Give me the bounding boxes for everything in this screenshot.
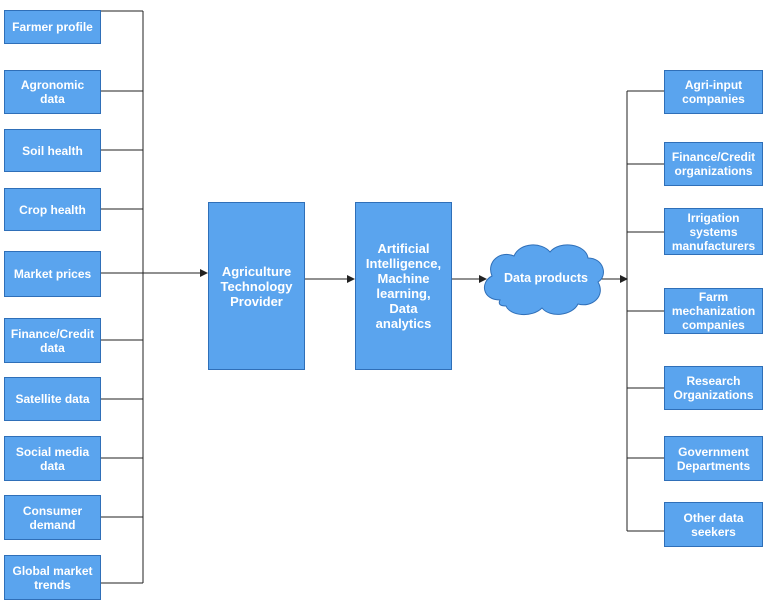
right-bracket xyxy=(626,90,664,532)
seeker-other-data-seekers: Other data seekers xyxy=(664,502,763,547)
data-products-label: Data products xyxy=(503,271,589,285)
source-consumer-demand: Consumer demand xyxy=(4,495,101,540)
seeker-research-organizations: Research Organizations xyxy=(664,366,763,410)
source-satellite-data: Satellite data xyxy=(4,377,101,421)
source-market-prices: Market prices xyxy=(4,251,101,297)
data-products-cloud xyxy=(484,244,604,315)
source-finance-credit-data: Finance/Credit data xyxy=(4,318,101,363)
source-agronomic-data: Agronomic data xyxy=(4,70,101,114)
analytics-box: Artificial Intelligence, Machine learnin… xyxy=(355,202,452,370)
source-crop-health: Crop health xyxy=(4,188,101,231)
seeker-farm-mechanization-companies: Farm mechanization companies xyxy=(664,288,763,334)
source-social-media-data: Social media data xyxy=(4,436,101,481)
seeker-government-departments: Government Departments xyxy=(664,436,763,481)
seeker-agri-input-companies: Agri-input companies xyxy=(664,70,763,114)
source-soil-health: Soil health xyxy=(4,129,101,172)
agriculture-technology-provider: Agriculture Technology Provider xyxy=(208,202,305,370)
seeker-finance-credit-organizations: Finance/Credit organizations xyxy=(664,142,763,186)
seeker-irrigation-systems-manufacturers: Irrigation systems manufacturers xyxy=(664,208,763,255)
source-farmer-profile: Farmer profile xyxy=(4,10,101,44)
left-bracket xyxy=(100,10,144,584)
source-global-market-trends: Global market trends xyxy=(4,555,101,600)
